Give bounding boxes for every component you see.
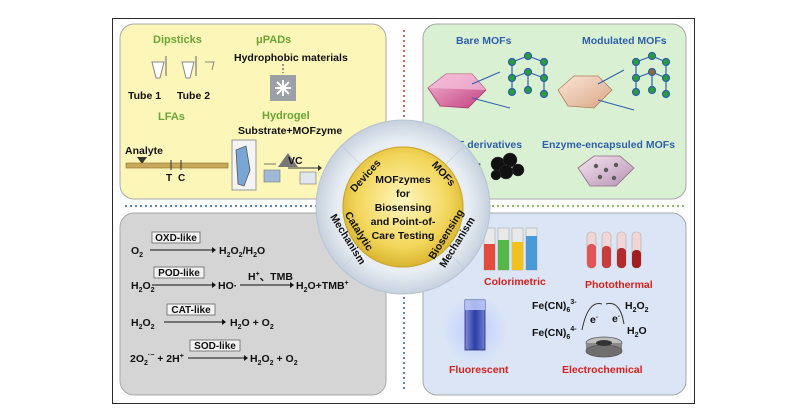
hydrogel-syringe-icon xyxy=(231,139,257,191)
sod-tag: SOD-like xyxy=(194,341,236,352)
svg-text:Fe(CN)64-: Fe(CN)64- xyxy=(532,326,577,341)
reaction-sod: 2O2·− + 2H+ SOD-like H2O2 + O2 xyxy=(130,339,298,367)
vc-label: VC xyxy=(288,155,303,167)
tube1-label: Tube 1 xyxy=(128,90,161,102)
center-line4: and Point-of- xyxy=(371,216,436,228)
center-line2: for xyxy=(396,188,410,200)
svg-text:e-: e- xyxy=(612,313,620,325)
reaction-oxd: O2 OXD-like H2O2/H2O xyxy=(131,231,265,259)
catalytic-panel xyxy=(119,212,387,396)
modulated-mof-network-icon xyxy=(631,51,671,99)
dipsticks-label: Dipsticks xyxy=(153,34,202,46)
lfa-strip xyxy=(125,162,229,169)
mofs-panel xyxy=(422,23,687,200)
vc-triangle-icon xyxy=(278,153,298,167)
cat-tag: CAT-like xyxy=(171,305,211,316)
bare-mofs-label: Bare MOFs xyxy=(456,35,512,47)
fluorescent-cuvette-icon xyxy=(443,296,507,364)
upads-chip-icon xyxy=(270,75,296,101)
svg-text:H2O+TMB+: H2O+TMB+ xyxy=(296,280,349,294)
hydrogel-label: Hydrogel xyxy=(262,110,310,122)
bare-mof-network-icon xyxy=(507,51,549,99)
colorimetric-label: Colorimetric xyxy=(484,276,546,288)
t-label: T xyxy=(166,173,172,184)
lfas-label: LFAs xyxy=(158,111,185,123)
pod-tag: POD-like xyxy=(158,268,200,279)
svg-text:H2O2 + O2: H2O2 + O2 xyxy=(250,353,298,367)
colorimetric-tubes-icon xyxy=(483,227,538,271)
center-line1: MOFzymes xyxy=(375,174,431,186)
bare-mof-link-line xyxy=(471,71,501,85)
vc-arrowhead xyxy=(318,165,322,171)
electrochemical-label: Electrochemical xyxy=(562,364,643,376)
modulated-mof-link-line2 xyxy=(597,99,635,111)
fluorescent-label: Fluorescent xyxy=(449,364,509,376)
upads-label: μPADs xyxy=(256,34,291,46)
bare-mof-crystal-icon xyxy=(427,73,487,109)
electrochemical-scheme: Fe(CN)63- Fe(CN)64- e- e- H2O2 H2O xyxy=(532,299,649,358)
c-label: C xyxy=(178,173,185,184)
svg-text:H2O + O2: H2O + O2 xyxy=(230,317,274,331)
bare-mof-link-line2 xyxy=(471,97,511,109)
oxd-tag: OXD-like xyxy=(155,233,197,244)
hydrogel-block xyxy=(263,169,281,183)
hydrophobic-label: Hydrophobic materials xyxy=(234,52,348,64)
pod-intermediate: HO· xyxy=(218,280,237,292)
svg-text:e-: e- xyxy=(590,314,598,326)
center-line3: Biosensing xyxy=(375,202,432,214)
reaction-cat: H2O2 CAT-like H2O + O2 xyxy=(131,303,274,331)
tube2-label: Tube 2 xyxy=(177,90,210,102)
dipstick-tubes-icon xyxy=(151,56,215,79)
analyte-drop-icon xyxy=(137,157,147,164)
reaction-pod: H2O2 POD-like HO· H+、TMB H2O+TMB+ xyxy=(131,266,349,294)
svg-text:O2: O2 xyxy=(131,245,143,259)
svg-text:H+、TMB: H+、TMB xyxy=(248,271,293,283)
svg-text:H2O2: H2O2 xyxy=(625,300,649,314)
substrate-label: Substrate+MOFzyme xyxy=(238,125,342,137)
vc-block xyxy=(299,171,317,185)
svg-text:H2O2: H2O2 xyxy=(131,280,155,294)
center-line5: Care Testing xyxy=(372,230,435,242)
enzyme-encapsuled-label: Enzyme-encapsuled MOFs xyxy=(542,139,675,151)
mof-derivative-spheres-icon xyxy=(490,152,525,181)
svg-text:H2O2: H2O2 xyxy=(131,317,155,331)
photothermal-label: Photothermal xyxy=(585,279,653,291)
modulated-mof-link-line xyxy=(597,69,625,85)
analyte-label: Analyte xyxy=(125,145,163,157)
modulated-mofs-label: Modulated MOFs xyxy=(582,35,667,47)
svg-text:2O2·− + 2H+: 2O2·− + 2H+ xyxy=(130,352,184,367)
svg-text:H2O2/H2O: H2O2/H2O xyxy=(219,245,265,259)
enzyme-mof-crystal-icon xyxy=(577,155,635,187)
center-core-top xyxy=(342,146,464,268)
photothermal-tubes-icon xyxy=(586,231,642,269)
svg-text:H2O: H2O xyxy=(627,325,647,339)
svg-text:Fe(CN)63-: Fe(CN)63- xyxy=(532,299,577,314)
